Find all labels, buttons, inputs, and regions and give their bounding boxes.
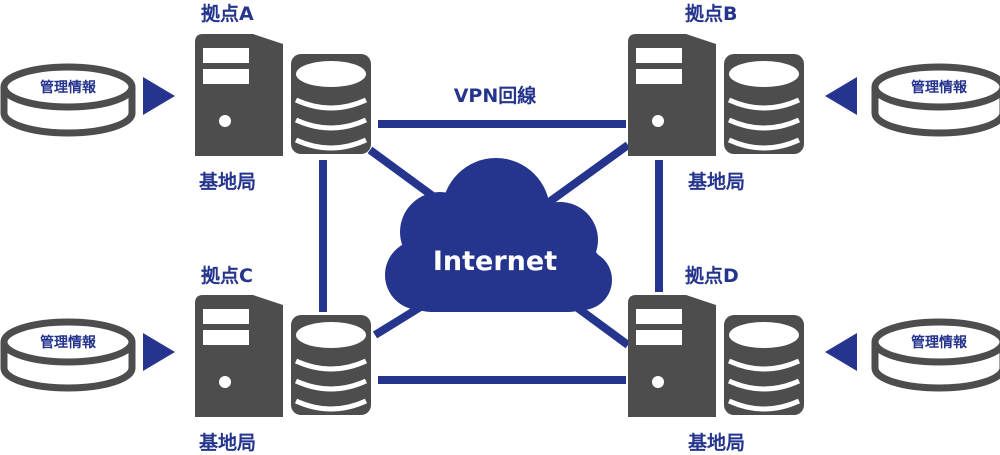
triangle-arrow-icon [143, 77, 175, 115]
site-a-station: 基地局 [198, 170, 256, 193]
site-b-name: 拠点B [685, 2, 737, 25]
triangle-arrow-icon [825, 333, 857, 371]
cloud-icon [385, 158, 612, 312]
vpn-label: VPN回線 [454, 84, 537, 107]
site-d-disk-label: 管理情報 [911, 334, 968, 351]
site-c-disk-label: 管理情報 [40, 334, 97, 351]
server-icon [628, 34, 804, 156]
disk-icon [875, 322, 1000, 388]
site-b-disk-label: 管理情報 [911, 79, 968, 96]
cloud-label: Internet [433, 246, 557, 277]
line-b-cloud [542, 141, 631, 209]
connection-lines [319, 120, 663, 384]
disk-icon [4, 67, 132, 133]
server-icon [628, 295, 804, 417]
server-icon [195, 34, 371, 156]
site-d-station: 基地局 [687, 431, 745, 454]
site-a-name: 拠点A [201, 2, 254, 25]
site-c: 拠点C 基地局 管理情報 [4, 264, 371, 454]
triangle-arrow-icon [143, 333, 175, 371]
triangle-arrow-icon [825, 77, 857, 115]
site-c-name: 拠点C [201, 264, 253, 287]
disk-icon [4, 322, 132, 388]
server-icon [195, 295, 371, 417]
site-a: 拠点A 基地局 管理情報 [4, 2, 371, 193]
site-d: 拠点D 基地局 管理情報 [628, 264, 1000, 454]
site-b: 拠点B 基地局 管理情報 [628, 2, 1000, 193]
site-d-name: 拠点D [685, 264, 739, 287]
site-c-station: 基地局 [198, 431, 256, 454]
disk-icon [875, 67, 1000, 133]
site-b-station: 基地局 [687, 170, 745, 193]
site-a-disk-label: 管理情報 [40, 79, 97, 96]
